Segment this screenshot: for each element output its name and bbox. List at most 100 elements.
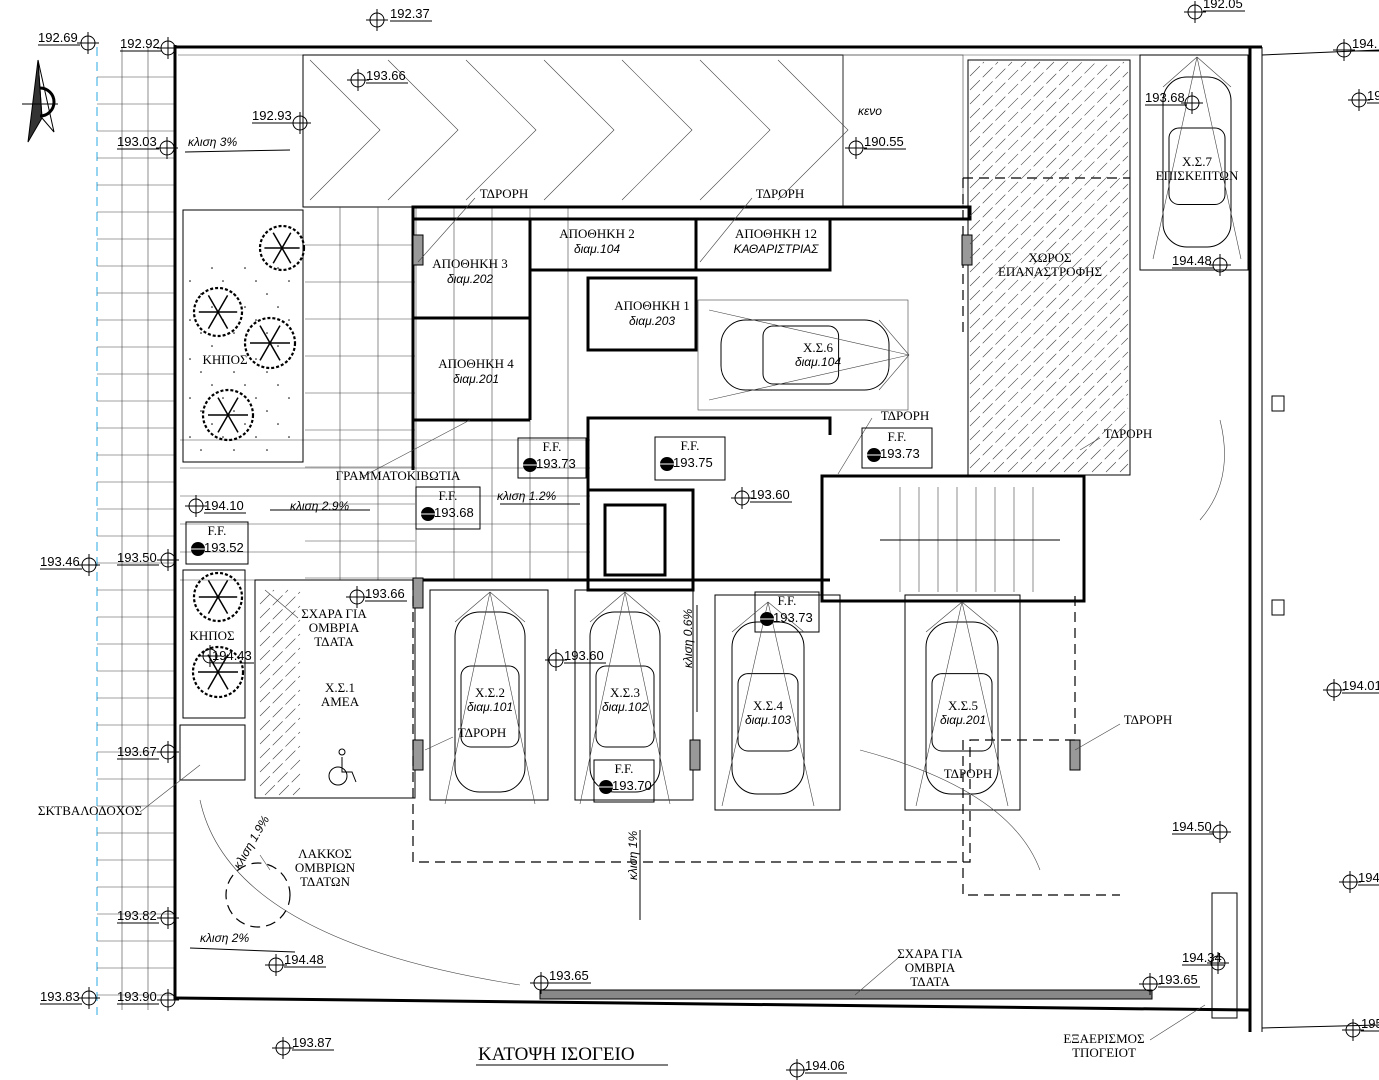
- leader-line: [837, 417, 873, 475]
- area-label: ΕΠΑΝΑΣΤΡΟΦΗΣ: [998, 264, 1102, 279]
- elevation-marker-icon: [117, 549, 179, 571]
- car-xs3: [579, 591, 671, 805]
- elevation-marker-icon: [188, 542, 208, 556]
- ff-label: F.F.: [439, 488, 458, 503]
- rain-grate: [539, 989, 1153, 1000]
- elevation-marker-icon: [272, 1037, 334, 1059]
- parking-bay: [714, 594, 841, 811]
- hatch-line: [969, 61, 1125, 217]
- hatch-line: [969, 61, 985, 77]
- car-xs6: [708, 309, 910, 401]
- elevation-marker-icon: [418, 507, 438, 521]
- waste-bin: [179, 724, 246, 781]
- elevation-marker-icon: [731, 487, 792, 509]
- ramp-chevron: [387, 59, 459, 201]
- elevation-label: 193.65: [549, 968, 589, 983]
- elevation-marker-icon: [366, 9, 432, 31]
- parking-sub: διαμ.104: [795, 355, 841, 369]
- column: [412, 577, 424, 609]
- linework: [96, 45, 1379, 1041]
- hatching: [259, 61, 1129, 796]
- ramp-chevron: [621, 59, 693, 201]
- slope-label: κλιση 2%: [200, 931, 249, 945]
- elevation-marker-icon: [40, 987, 100, 1009]
- column: [961, 234, 973, 266]
- leader-line: [699, 197, 753, 263]
- ff-box: [517, 437, 587, 479]
- slope-label: κλιση 1.9%: [230, 813, 272, 872]
- elevation-marker-icon: [845, 137, 906, 159]
- stair-core: [820, 474, 1086, 603]
- hatch-line: [969, 61, 1069, 161]
- elevation-label: 193.65: [1158, 972, 1198, 987]
- garden-dot: [222, 436, 224, 438]
- parking-bay-7: [1139, 54, 1249, 271]
- parking-sub: διαμ.103: [745, 713, 791, 727]
- hatch-line: [969, 295, 1129, 455]
- annotation: ΤΔΑΤΩΝ: [300, 874, 351, 889]
- hatch-line: [969, 141, 1129, 301]
- parking-bay-1: [254, 579, 416, 799]
- hatch-line: [259, 689, 301, 731]
- elevation-label: 194.06: [805, 1058, 845, 1073]
- column: [412, 739, 424, 771]
- tree-icon: [192, 286, 244, 338]
- ff-label: F.F.: [888, 429, 907, 444]
- garden-dot: [222, 280, 224, 282]
- elevation-marker-icon: [1139, 973, 1200, 995]
- annotation: ΛΑΚΚΟΣ: [298, 846, 352, 861]
- garden-dot: [222, 358, 224, 360]
- elevation-marker-icon: [1172, 254, 1231, 276]
- hatch-line: [278, 773, 301, 796]
- ramp-chevron: [465, 59, 537, 201]
- room-number: διαμ.104: [574, 242, 620, 256]
- garden-dot: [200, 449, 202, 451]
- elevation-label: 193.82: [117, 908, 157, 923]
- garden-dot: [288, 319, 290, 321]
- cars: [328, 56, 1242, 807]
- garden-dot: [288, 358, 290, 360]
- annotation: ΕΞΑΕΡΙΣΜΟΣ: [1063, 1031, 1144, 1046]
- elevation-label: 193.68: [1145, 90, 1185, 105]
- tree-icon: [201, 388, 255, 442]
- hatch-line: [259, 589, 275, 605]
- elevation-marker-icon: [347, 69, 408, 91]
- column: [1069, 739, 1081, 771]
- slope-label: κλιση 1.2%: [497, 489, 556, 503]
- elevation-label: 192.37: [390, 6, 430, 21]
- elevation-label: 194.43: [212, 648, 252, 663]
- elevation-label: 193.46: [40, 554, 80, 569]
- hatch-line: [969, 61, 1083, 175]
- garden-dot: [200, 332, 202, 334]
- elevation-marker-icon: [1182, 952, 1229, 974]
- garden-dot: [211, 345, 213, 347]
- hatch-line: [1119, 463, 1129, 473]
- storage-12-wall: [700, 219, 832, 272]
- room-number: διαμ.201: [453, 372, 499, 386]
- hatch-line: [969, 71, 1129, 231]
- hatch-line: [1105, 449, 1129, 473]
- hatch-line: [969, 253, 1129, 413]
- annotation: ΣΚΤΒΑΛΟΔΟΧΟΣ: [38, 803, 142, 818]
- rain-pit: [225, 862, 291, 928]
- garden-dot: [277, 384, 279, 386]
- tree-icon: [258, 224, 306, 272]
- drive-arc: [859, 749, 1041, 871]
- area-label: ΧΩΡΟΣ: [1028, 250, 1071, 265]
- elevation-label: 195: [1361, 1016, 1379, 1031]
- marker: [1271, 395, 1285, 412]
- drive-arc: [199, 799, 521, 986]
- garden-dot: [189, 358, 191, 360]
- hatch-line: [969, 197, 1129, 357]
- leader-line: [417, 197, 476, 263]
- tree-icon: [243, 316, 297, 370]
- garden-dot: [233, 410, 235, 412]
- parking-label: Χ.Σ.2: [475, 685, 505, 700]
- area-label: ΚΗΠΟΣ: [189, 628, 234, 643]
- room-number: ΚΑΘΑΡΙΣΤΡΙΑΣ: [734, 242, 820, 256]
- hatch-line: [1021, 365, 1129, 473]
- garden-dot: [189, 319, 191, 321]
- hatch-line: [259, 619, 301, 661]
- ramp-chevron: [309, 59, 381, 201]
